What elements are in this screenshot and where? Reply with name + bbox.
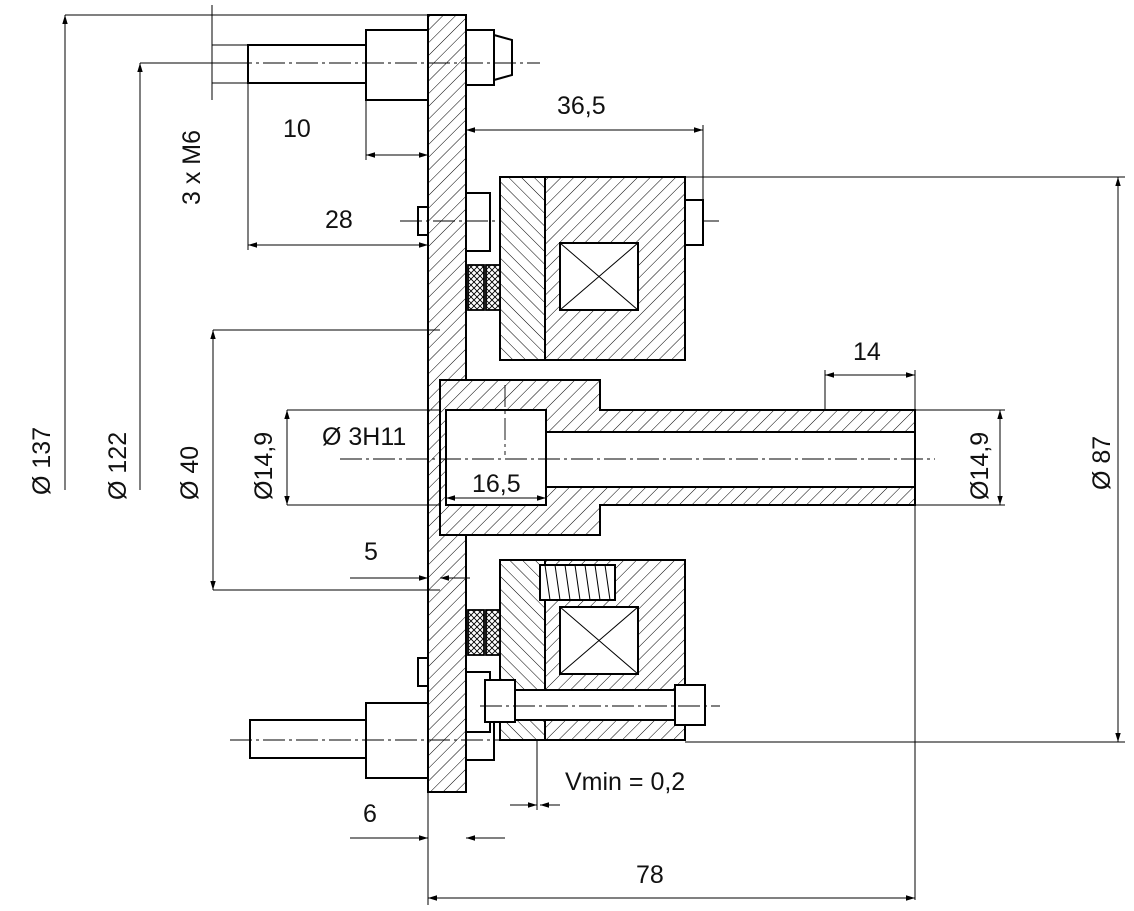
dim-thread: 3 x M6 (178, 130, 206, 205)
dim-36-5: 36,5 (557, 92, 606, 120)
dim-78: 78 (636, 861, 664, 889)
dim-28: 28 (325, 206, 353, 234)
dim-d137: Ø 137 (28, 427, 56, 495)
dim-d14-9-right: Ø14,9 (966, 432, 994, 500)
dim-6: 6 (363, 800, 377, 828)
dim-14: 14 (853, 338, 881, 366)
dim-d14-9-left: Ø14,9 (250, 432, 278, 500)
dim-5: 5 (364, 538, 378, 566)
dim-16-5: 16,5 (472, 470, 521, 498)
dim-d40: Ø 40 (176, 446, 204, 500)
dim-d3h11: Ø 3H11 (322, 423, 406, 451)
upper-magnet-housing (467, 176, 704, 361)
top-stud-bolt (230, 29, 540, 101)
dim-10: 10 (283, 115, 311, 143)
dim-vmin: Vmin = 0,2 (565, 768, 685, 796)
dim-d87: Ø 87 (1088, 436, 1116, 490)
dimension-lines (62, 5, 1125, 905)
bottom-stud-bolt (230, 702, 520, 779)
dim-d122: Ø 122 (104, 432, 132, 500)
hub-and-shaft (340, 379, 935, 536)
dimension-labels: Ø 137 Ø 122 Ø 40 Ø14,9 Ø14,9 Ø 87 3 x M6… (28, 92, 1116, 889)
lower-magnet-housing (467, 559, 720, 741)
